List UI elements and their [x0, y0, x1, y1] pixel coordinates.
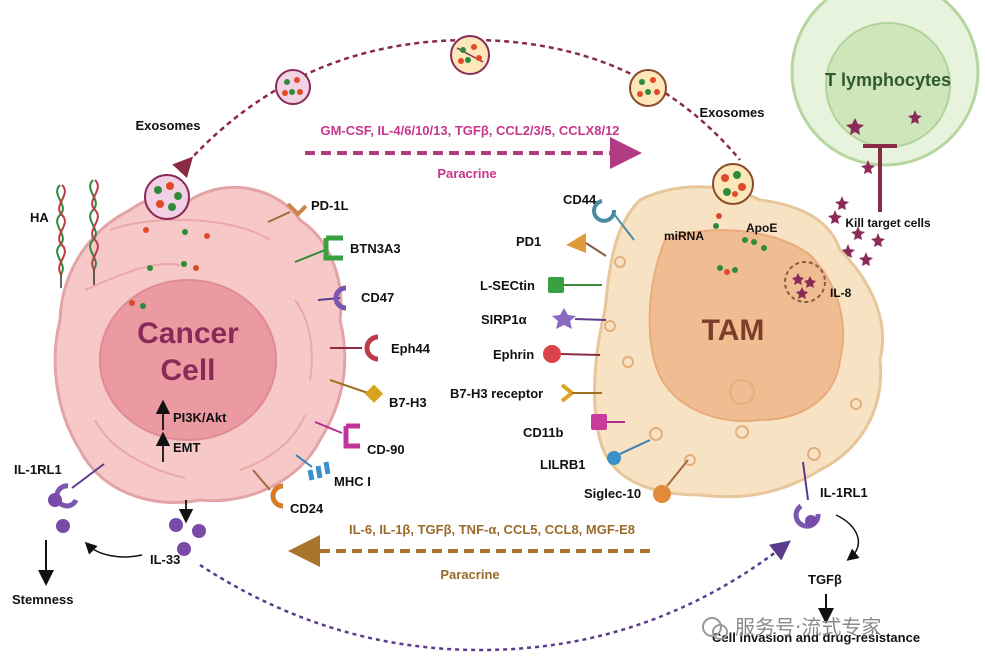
cancer-cell: Cancer Cell PI3K/Akt EMT HA [30, 174, 347, 505]
ha-helices [56, 179, 99, 288]
tam-title: TAM [702, 314, 765, 347]
siglec10-icon [653, 485, 671, 503]
sirp1a-icon [552, 308, 576, 329]
cd24-icon [270, 483, 284, 509]
t-cell-title: T lymphocytes [825, 70, 951, 90]
star-icon [908, 110, 922, 124]
receptor-lilrb1: LILRB1 [540, 457, 586, 472]
star-icon [851, 226, 865, 240]
cancer-cell-nucleus [99, 279, 277, 441]
outcome-label: Cell invasion and drug-resistance [712, 630, 920, 645]
tgfb-label: TGFβ [808, 572, 842, 587]
mhc1-icon [307, 461, 331, 481]
cd47-icon [333, 285, 347, 311]
pathway-pi3k: PI3K/Akt [173, 410, 227, 425]
star-icon [859, 252, 873, 266]
paracrine-bottom-label: Paracrine [440, 567, 499, 582]
marker-cd24: CD24 [290, 501, 324, 516]
exosomes-right-label: Exosomes [699, 105, 764, 120]
ha-label: HA [30, 210, 49, 225]
il8-vesicle-icon [784, 261, 826, 303]
tam-exosome-icon [712, 163, 754, 205]
cd44-icon [592, 199, 617, 223]
il33-arc [199, 540, 791, 652]
wechat-icon [702, 617, 722, 637]
watermark-text: 服务号·流式专家 [735, 615, 881, 639]
tam-mirna-dots [713, 213, 767, 275]
receptor-ephrin: Ephrin [493, 347, 534, 362]
receptor-lsectin: L-SECtin [480, 278, 535, 293]
paracrine-top-factors: GM-CSF, IL-4/6/10/13, TGFβ, CCL2/3/5, CC… [320, 123, 619, 138]
exosome-icon [629, 69, 667, 107]
receptor-cd11b: CD11b [523, 425, 564, 440]
t-lymphocyte: T lymphocytes Kill target cells [790, 0, 980, 230]
paracrine-bottom-factors: IL-6, IL-1β, TGFβ, TNF-α, CCL5, CCL8, MG… [349, 522, 635, 537]
kill-target-label: Kill target cells [845, 216, 931, 230]
cancer-cell-texture [84, 218, 313, 479]
apoe-label: ApoE [746, 221, 777, 235]
exosome-icon [275, 69, 311, 105]
exosome-vesicles-top [275, 35, 667, 107]
tam-il1rl1-icon [793, 503, 821, 529]
cancer-il33-axis: IL-1RL1 IL-33 Stemness [12, 462, 206, 607]
cd11b-icon [591, 414, 607, 430]
b7h3-receptor-icon [560, 383, 576, 403]
receptor-sirp1a: SIRP1α [481, 312, 527, 327]
star-icon [846, 118, 864, 135]
il8-label: IL-8 [830, 286, 852, 300]
marker-cd47: CD47 [361, 290, 394, 305]
marker-btn3a3: BTN3A3 [350, 241, 401, 256]
receptor-cd44: CD44 [563, 192, 597, 207]
star-icon [871, 233, 885, 247]
marker-cd90: CD-90 [367, 442, 405, 457]
star-icon [835, 196, 849, 210]
watermark: 服务号·流式专家 [702, 615, 881, 640]
marker-b7h3: B7-H3 [389, 395, 427, 410]
cancer-il1rl1-label: IL-1RL1 [14, 462, 62, 477]
lsectin-icon [548, 277, 564, 293]
tam-il1rl1-label: IL-1RL1 [820, 485, 868, 500]
cd90-icon [343, 423, 360, 449]
b7h3-icon [364, 384, 384, 403]
receptor-siglec10: Siglec-10 [584, 486, 641, 501]
receptor-pd1: PD1 [516, 234, 541, 249]
star-icon [828, 210, 842, 224]
lilrb1-icon [607, 451, 621, 465]
tam-il33-axis: IL-1RL1 TGFβ Cell invasion and drug-resi… [712, 461, 920, 645]
pathway-emt: EMT [173, 440, 201, 455]
receptor-b7h3r: B7-H3 receptor [450, 386, 543, 401]
btn3a3-icon [323, 235, 343, 261]
star-icon [861, 160, 875, 174]
mirna-label: miRNA [664, 229, 704, 243]
cancer-il33-label: IL-33 [150, 552, 180, 567]
paracrine-top-label: Paracrine [437, 166, 496, 181]
pd1-icon [566, 233, 586, 253]
cancer-mirna-dots [129, 227, 210, 309]
marker-pd1l: PD-1L [311, 198, 349, 213]
cancer-title-line1: Cancer [137, 317, 239, 350]
ephrin-icon [543, 345, 561, 363]
marker-eph44: Eph44 [391, 341, 431, 356]
cancer-title-line2: Cell [160, 354, 215, 387]
eph44-icon [364, 334, 379, 362]
tam-cell: TAM miRNA ApoE IL-8 [593, 163, 885, 499]
tam-receptors: CD44 PD1 L-SECtin SIRP1α Ephrin B7-H3 re… [450, 192, 689, 503]
star-icon [841, 244, 855, 258]
cancer-markers: PD-1L BTN3A3 CD47 Eph44 B7-H3 CD-90 MHC … [252, 198, 431, 516]
exosomes-left-label: Exosomes [135, 118, 200, 133]
stemness-label: Stemness [12, 592, 73, 607]
marker-mhc1: MHC I [334, 474, 371, 489]
pd1l-icon [286, 202, 308, 217]
cancer-exosome-icon [144, 174, 190, 220]
tam-vacuoles [604, 256, 862, 466]
